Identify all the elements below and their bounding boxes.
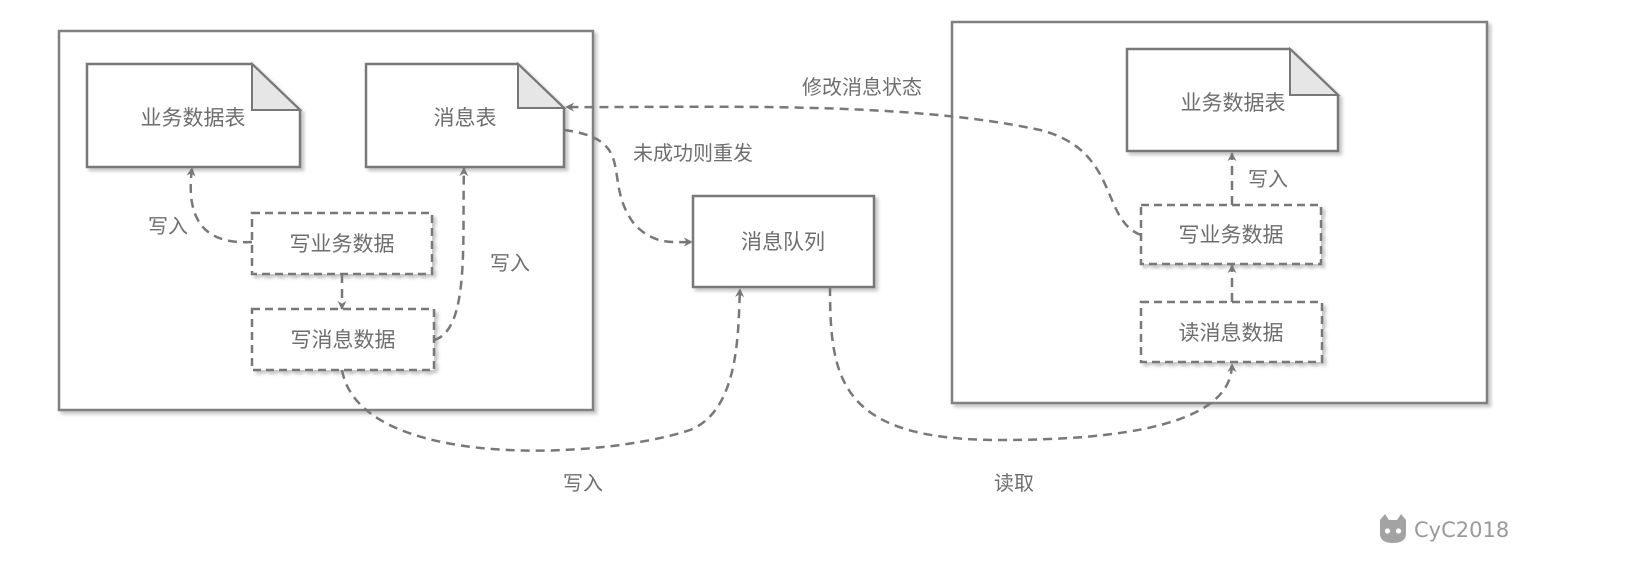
write-business-data-left-label: 写业务数据 <box>290 232 395 256</box>
edge-update-message-status <box>565 102 1142 237</box>
write-business-data-right-label: 写业务数据 <box>1179 223 1284 247</box>
message-queue-label: 消息队列 <box>741 230 825 254</box>
edge-write-left-message <box>433 167 469 342</box>
left-business-table <box>85 61 303 169</box>
github-cat-icon <box>1380 514 1406 543</box>
label-resend-on-failure: 未成功则重发 <box>633 141 753 165</box>
edge-resend-on-failure <box>563 128 693 247</box>
read-message-data-label: 读消息数据 <box>1179 321 1284 345</box>
label-write-right-business: 写入 <box>1248 167 1288 191</box>
label-read-from-queue: 读取 <box>994 471 1034 495</box>
left-business-table-label: 业务数据表 <box>141 106 246 130</box>
write-message-data-label: 写消息数据 <box>291 328 396 352</box>
write-business-data-left <box>250 211 434 276</box>
label-write-left-business: 写入 <box>148 214 188 238</box>
edge-write-left-business <box>186 167 253 244</box>
read-message-data <box>1139 300 1324 364</box>
right-business-table <box>1125 46 1341 153</box>
message-queue <box>691 194 876 289</box>
label-write-left-message: 写入 <box>490 251 530 275</box>
label-write-to-queue: 写入 <box>563 471 603 495</box>
edge-read-from-queue <box>828 286 1237 442</box>
left-message-table-label: 消息表 <box>434 106 497 130</box>
watermark-text: CyC2018 <box>1414 518 1509 542</box>
left-message-table <box>364 61 567 169</box>
label-update-message-status: 修改消息状态 <box>802 75 922 99</box>
edge-write-to-queue <box>340 288 745 452</box>
right-business-table-label: 业务数据表 <box>1181 91 1286 115</box>
